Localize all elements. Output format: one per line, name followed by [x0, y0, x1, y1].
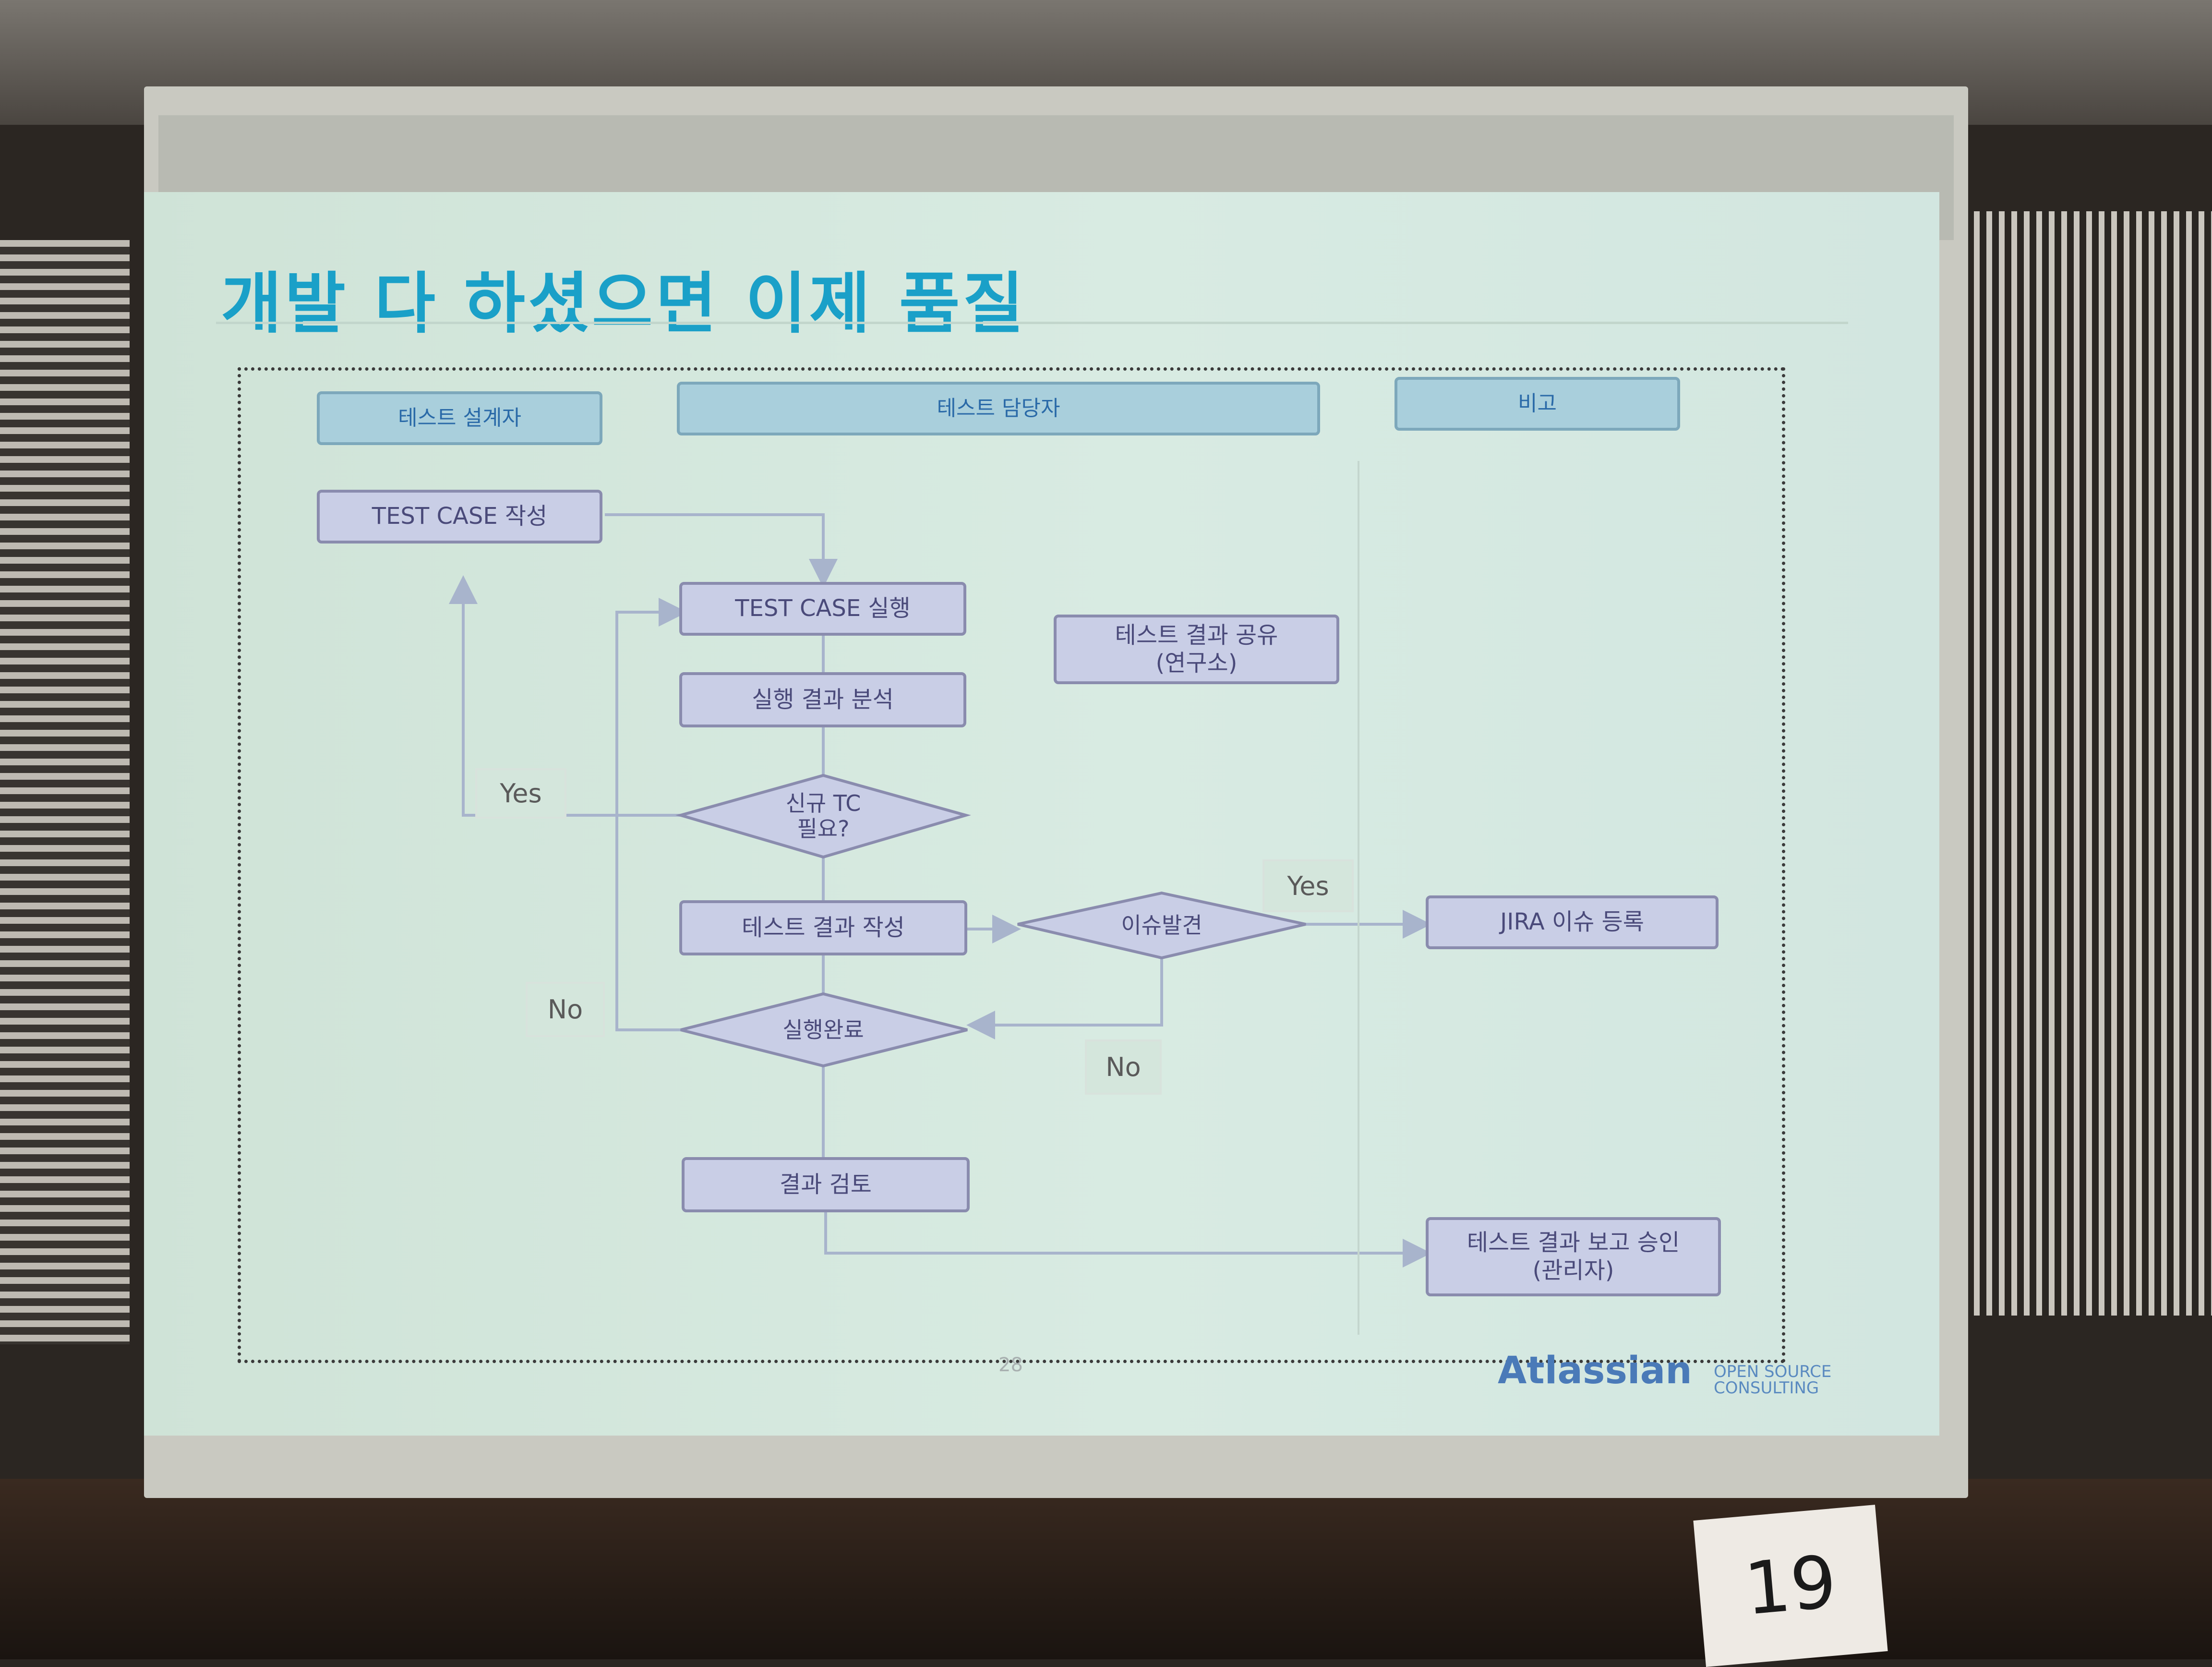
edge-issue-no: [966, 958, 1163, 1039]
node-share: 테스트 결과 공유 (연구소): [1054, 615, 1339, 684]
slide: 개발 다 하셨으면 이제 품질 테스트 설계자 테스트 담당자 비: [144, 192, 1939, 1436]
lane-header-designer: 테스트 설계자: [317, 391, 602, 445]
edge-label-no-issue: No: [1085, 1039, 1162, 1095]
edge-newtc-yes: [449, 575, 682, 817]
flow-connectors: [449, 461, 1431, 1335]
node-jira: JIRA 이슈 등록: [1426, 895, 1719, 949]
node-tc-run: TEST CASE 실행: [679, 582, 966, 636]
edge-done-no: [615, 598, 687, 1031]
wall-panel-right: [1949, 211, 2212, 1316]
slide-title: 개발 다 하셨으면 이제 품질: [221, 265, 1027, 342]
edge-label-yes-new-tc: Yes: [475, 768, 566, 819]
diagram-frame: [238, 367, 1785, 1363]
lane-header-notes: 비고: [1395, 377, 1680, 431]
node-analyze: 실행 결과 분석: [679, 672, 966, 727]
node-issue-found-label: 이슈발견: [1121, 912, 1202, 939]
title-divider: [216, 322, 1848, 324]
slide-page-number: 28: [998, 1354, 1023, 1376]
edge-review-to-approve: [824, 1212, 1431, 1268]
open-source-consulting-logo: OPEN SOURCE CONSULTING: [1714, 1362, 1832, 1398]
node-tc-write: TEST CASE 작성: [317, 490, 602, 544]
atlassian-logo: Atlassian: [1498, 1349, 1692, 1392]
edge-label-yes-issue: Yes: [1262, 859, 1354, 912]
node-result-write: 테스트 결과 작성: [679, 900, 967, 955]
diamond-new-tc: [675, 773, 971, 859]
edge-label-no-done: No: [526, 982, 605, 1037]
wall-panel-left: [0, 240, 130, 1344]
node-approve: 테스트 결과 보고 승인 (관리자): [1426, 1217, 1721, 1296]
diamond-done: [680, 992, 968, 1068]
lane-header-tester: 테스트 담당자: [677, 382, 1320, 435]
node-review: 결과 검토: [682, 1157, 970, 1212]
edge-write-to-run: [605, 513, 838, 588]
diamond-issue-found: [1017, 891, 1306, 960]
node-done-label: 실행완료: [782, 1016, 864, 1043]
node-new-tc-label: 신규 TC 필요?: [785, 790, 861, 842]
table-number-card: 19: [1693, 1505, 1888, 1667]
